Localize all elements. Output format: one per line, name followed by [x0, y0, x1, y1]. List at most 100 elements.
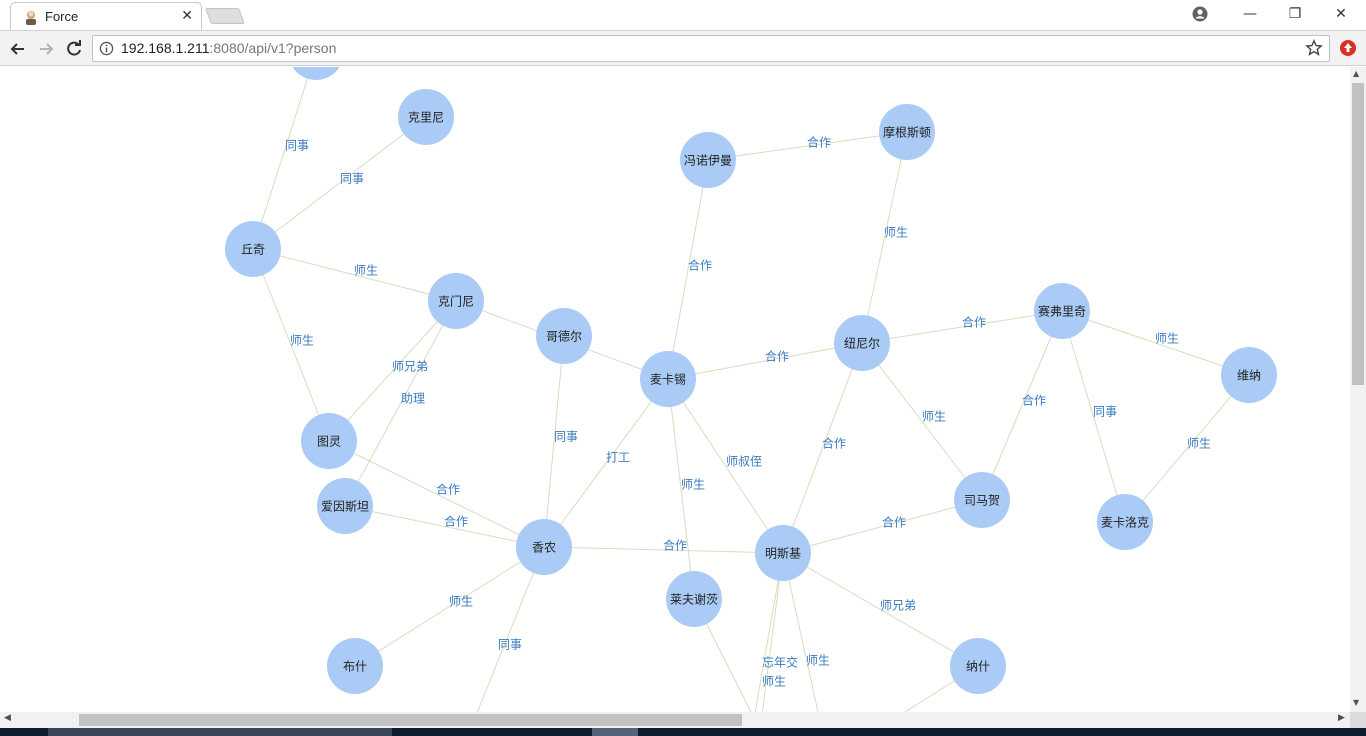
- node-circle[interactable]: [1221, 347, 1277, 403]
- graph-edge: [252, 116, 427, 250]
- edge-label: 师生: [290, 334, 314, 348]
- graph-edge: [782, 552, 819, 712]
- node-label: 赛弗里奇: [1038, 304, 1086, 319]
- edge-label: 合作: [444, 514, 468, 529]
- info-icon[interactable]: [99, 41, 114, 56]
- taskbar-item[interactable]: [48, 728, 392, 736]
- bookmark-star-icon[interactable]: [1305, 39, 1323, 57]
- edge-label: 师生: [806, 654, 830, 668]
- node-circle[interactable]: [288, 67, 344, 80]
- scroll-left-arrow-icon[interactable]: ◀: [4, 713, 11, 723]
- edge-labels-layer: 同事同事合作合作师生师生师生师兄弟助理同事合作打工师生师叔侄合作师生合作师生合作…: [285, 135, 1211, 689]
- graph-edge: [981, 310, 1063, 501]
- graph-edge: [476, 546, 545, 712]
- node-circle[interactable]: [225, 221, 281, 277]
- graph-node[interactable]: 克门尼: [428, 273, 484, 329]
- scroll-right-arrow-icon[interactable]: ▶: [1338, 713, 1345, 723]
- reload-icon[interactable]: [63, 38, 85, 60]
- edge-label: 合作: [962, 315, 986, 330]
- back-arrow-icon[interactable]: [7, 38, 29, 60]
- graph-node[interactable]: 麦卡锡: [640, 351, 696, 407]
- node-label: 布什: [343, 660, 367, 674]
- url-text[interactable]: 192.168.1.211:8080/api/v1?person: [121, 40, 336, 56]
- graph-node[interactable]: 克里尼: [398, 89, 454, 145]
- graph-node[interactable]: 冯诺伊曼: [680, 132, 736, 188]
- node-label: 维纳: [1237, 369, 1261, 383]
- edge-label: 师兄弟: [392, 360, 428, 374]
- node-circle[interactable]: [950, 638, 1006, 694]
- horizontal-scroll-thumb[interactable]: [79, 714, 742, 726]
- edge-label: 同事: [340, 172, 364, 186]
- graph-node[interactable]: 爱因斯坦: [317, 478, 373, 534]
- node-circle[interactable]: [536, 308, 592, 364]
- edge-label: 合作: [807, 135, 831, 150]
- graph-node[interactable]: 纽尼尔: [834, 315, 890, 371]
- graph-node[interactable]: 维纳: [1221, 347, 1277, 403]
- node-circle[interactable]: [398, 89, 454, 145]
- node-circle[interactable]: [879, 104, 935, 160]
- edge-label: 师叔侄: [726, 455, 762, 469]
- node-label: 纳什: [966, 660, 990, 674]
- edge-label: 助理: [401, 392, 425, 406]
- graph-node[interactable]: 丘奇: [225, 221, 281, 277]
- graph-node[interactable]: 明斯基: [755, 525, 811, 581]
- graph-edge: [328, 300, 457, 442]
- forward-arrow-icon[interactable]: [35, 38, 57, 60]
- taskbar-item-active[interactable]: [592, 728, 638, 736]
- graph-edge: [707, 131, 908, 161]
- profile-icon[interactable]: [1192, 6, 1208, 22]
- graph-edge: [667, 159, 709, 380]
- node-circle[interactable]: [327, 638, 383, 694]
- close-window-button[interactable]: ✕: [1335, 6, 1347, 22]
- graph-edge: [1061, 310, 1126, 523]
- new-tab-button[interactable]: [205, 8, 245, 24]
- node-circle[interactable]: [755, 525, 811, 581]
- url-host: 192.168.1.211: [121, 40, 210, 56]
- tab-close-icon[interactable]: ✕: [181, 8, 193, 24]
- url-path: :8080/api/v1?person: [209, 40, 337, 56]
- graph-node[interactable]: 布什: [327, 638, 383, 694]
- node-label: 莱夫谢茨: [670, 592, 718, 607]
- browser-tab[interactable]: Force ✕: [10, 2, 202, 30]
- graph-node[interactable]: 司马贺: [954, 472, 1010, 528]
- node-circle[interactable]: [640, 351, 696, 407]
- graph-edge: [667, 378, 695, 600]
- node-label: 哥德尔: [546, 329, 582, 344]
- node-circle[interactable]: [954, 472, 1010, 528]
- edge-label: 师生: [449, 595, 473, 609]
- graph-node[interactable]: [288, 67, 344, 80]
- node-circle[interactable]: [834, 315, 890, 371]
- graph-node[interactable]: 哥德尔: [536, 308, 592, 364]
- node-circle[interactable]: [1097, 494, 1153, 550]
- node-circle[interactable]: [1034, 283, 1090, 339]
- address-bar[interactable]: 192.168.1.211:8080/api/v1?person: [92, 35, 1330, 62]
- graph-edge: [328, 440, 545, 548]
- graph-node[interactable]: 赛弗里奇: [1034, 283, 1090, 339]
- graph-node[interactable]: 纳什: [950, 638, 1006, 694]
- node-circle[interactable]: [516, 519, 572, 575]
- extension-upload-icon[interactable]: [1338, 38, 1358, 58]
- graph-node[interactable]: 图灵: [301, 413, 357, 469]
- graph-node[interactable]: 莱夫谢茨: [666, 571, 722, 627]
- edge-label: 忘年交: [762, 655, 798, 670]
- graph-edge: [782, 342, 863, 554]
- minimize-button[interactable]: —: [1243, 6, 1257, 22]
- page-content: 克里尼冯诺伊曼 摩根斯顿丘奇克门尼哥德尔麦卡锡 纽尼尔 赛弗里奇维纳图灵爱因斯坦香农 明…: [0, 67, 1350, 712]
- node-circle[interactable]: [666, 571, 722, 627]
- edge-label: 同事: [498, 638, 522, 652]
- graph-node[interactable]: 香农: [516, 519, 572, 575]
- graph-node[interactable]: 麦卡洛克: [1097, 494, 1153, 550]
- edge-label: 合作: [688, 258, 712, 273]
- node-circle[interactable]: [317, 478, 373, 534]
- node-circle[interactable]: [301, 413, 357, 469]
- node-circle[interactable]: [428, 273, 484, 329]
- restore-button[interactable]: ❐: [1288, 6, 1302, 22]
- graph-edge: [354, 546, 545, 667]
- vertical-scroll-thumb[interactable]: [1352, 83, 1364, 385]
- scroll-down-arrow-icon[interactable]: ▼: [1353, 698, 1360, 707]
- graph-node[interactable]: 摩根斯顿: [879, 104, 935, 160]
- tab-title: Force: [45, 9, 79, 24]
- node-circle[interactable]: [680, 132, 736, 188]
- scroll-up-arrow-icon[interactable]: ▲: [1353, 69, 1360, 78]
